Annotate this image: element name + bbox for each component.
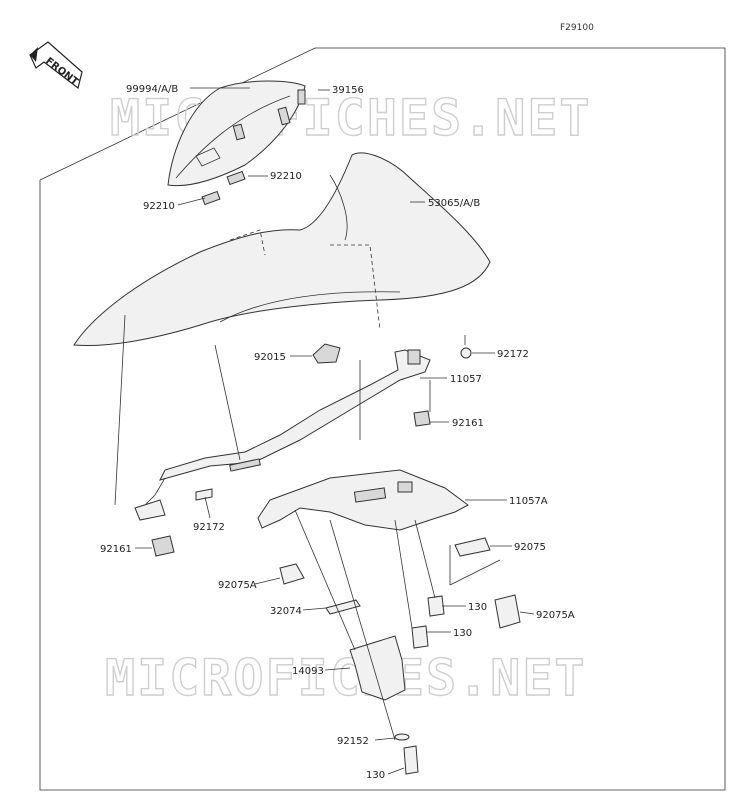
seat-pad-part xyxy=(167,80,306,187)
label-92172-b: 92172 xyxy=(193,522,225,533)
grommet-part-92161-b xyxy=(151,535,175,557)
label-92161-b: 92161 xyxy=(100,544,132,555)
bracket-part-11057A xyxy=(257,469,469,531)
grommet-part-92015 xyxy=(312,343,341,364)
label-92075: 92075 xyxy=(514,542,546,553)
label-92172-a: 92172 xyxy=(497,349,529,360)
label-92210-b: 92210 xyxy=(143,201,175,212)
label-130-c: 130 xyxy=(366,770,385,781)
diagram-code: F29100 xyxy=(560,23,594,33)
screw-part-92172 xyxy=(195,488,213,501)
lock-part-14093 xyxy=(349,635,406,701)
leader-lines xyxy=(135,87,535,775)
label-130-a: 130 xyxy=(468,602,487,613)
damper-part-92075A-a xyxy=(279,563,305,585)
label-92075A-a: 92075A xyxy=(218,580,257,591)
label-53065: 53065/A/B xyxy=(428,198,480,209)
clip-part-a xyxy=(226,170,246,186)
diagram-frame xyxy=(39,47,726,791)
label-11057: 11057 xyxy=(450,374,482,385)
label-14093: 14093 xyxy=(292,666,324,677)
collar-part-32074 xyxy=(325,599,361,615)
label-99994: 99994/A/B xyxy=(126,84,178,95)
label-92210-a: 92210 xyxy=(270,171,302,182)
label-39156: 39156 xyxy=(332,85,364,96)
front-arrow-icon: FRONT xyxy=(29,41,83,90)
label-130-b: 130 xyxy=(453,628,472,639)
bolt-part-130-a xyxy=(427,595,445,617)
bracket-part-11057 xyxy=(134,349,431,521)
seat-cowl-part xyxy=(73,152,491,346)
grommet-part-92161-a xyxy=(413,410,431,427)
screw-icon-92172 xyxy=(460,347,472,359)
label-92075A-b: 92075A xyxy=(536,610,575,621)
clip-part-b xyxy=(201,190,221,206)
label-92161-a: 92161 xyxy=(452,418,484,429)
bolt-part-130-b xyxy=(411,625,429,649)
assembly-lines xyxy=(114,314,501,741)
label-92015: 92015 xyxy=(254,352,286,363)
bolt-part-130-c xyxy=(403,745,419,775)
watermark-bottom: MICROFICHES.NET xyxy=(105,649,587,707)
label-92152: 92152 xyxy=(337,736,369,747)
damper-part-92075A-b xyxy=(494,594,521,629)
label-11057A: 11057A xyxy=(509,496,548,507)
washer-part-92152 xyxy=(394,733,410,741)
part-labels: 99994/A/B 39156 92210 92210 53065/A/B 92… xyxy=(100,84,575,781)
damper-part-92075 xyxy=(454,537,491,557)
label-32074: 32074 xyxy=(270,606,302,617)
